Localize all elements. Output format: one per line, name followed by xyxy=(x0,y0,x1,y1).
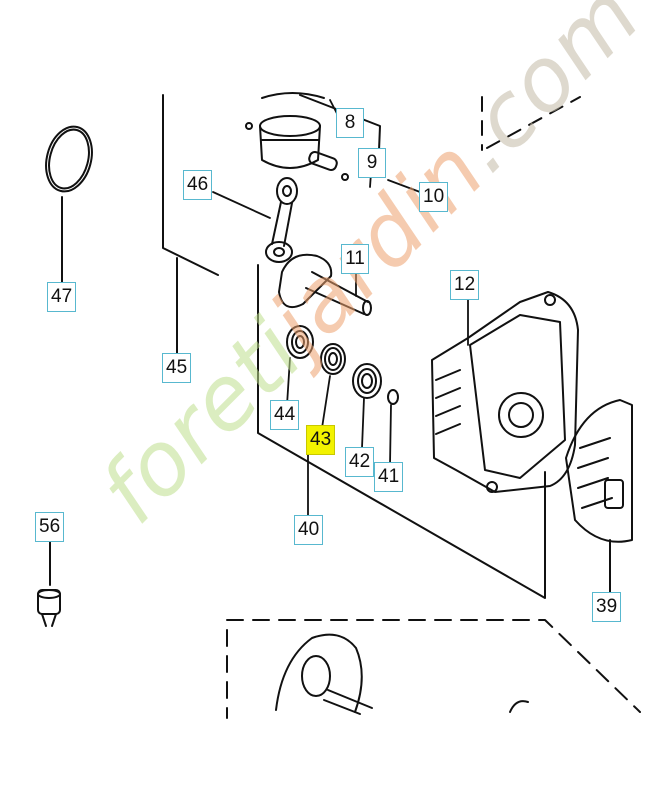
dashed-outline-bottom xyxy=(226,619,641,719)
crankshaft-part xyxy=(278,253,372,316)
bearing-44-part xyxy=(286,325,314,359)
connecting-rod-part xyxy=(265,177,298,263)
seal-43-part xyxy=(320,343,346,375)
callout-40[interactable]: 40 xyxy=(294,515,324,545)
callout-44[interactable]: 44 xyxy=(270,400,300,430)
callout-41[interactable]: 41 xyxy=(374,462,404,492)
callout-8[interactable]: 8 xyxy=(336,108,364,138)
dashed-outline-top xyxy=(481,96,581,151)
callout-56[interactable]: 56 xyxy=(35,512,65,542)
screw-part xyxy=(37,539,61,627)
callout-46[interactable]: 46 xyxy=(183,170,213,200)
callout-42[interactable]: 42 xyxy=(345,447,375,477)
callout-11[interactable]: 11 xyxy=(341,244,369,274)
callout-39[interactable]: 39 xyxy=(592,592,622,622)
circlip-41-part xyxy=(387,389,399,405)
callout-12[interactable]: 12 xyxy=(450,270,480,300)
callout-45[interactable]: 45 xyxy=(162,353,192,383)
o-ring-part xyxy=(45,125,93,286)
bracket-frame xyxy=(162,94,546,599)
callout-9[interactable]: 9 xyxy=(358,148,386,178)
flywheel-part xyxy=(565,399,633,593)
bearing-42-part xyxy=(352,363,382,399)
crankcase-part xyxy=(431,291,579,493)
callout-43[interactable]: 43 xyxy=(306,425,336,455)
callout-47[interactable]: 47 xyxy=(47,282,77,312)
callout-10[interactable]: 10 xyxy=(419,182,449,212)
clutch-drum-part xyxy=(275,633,529,715)
